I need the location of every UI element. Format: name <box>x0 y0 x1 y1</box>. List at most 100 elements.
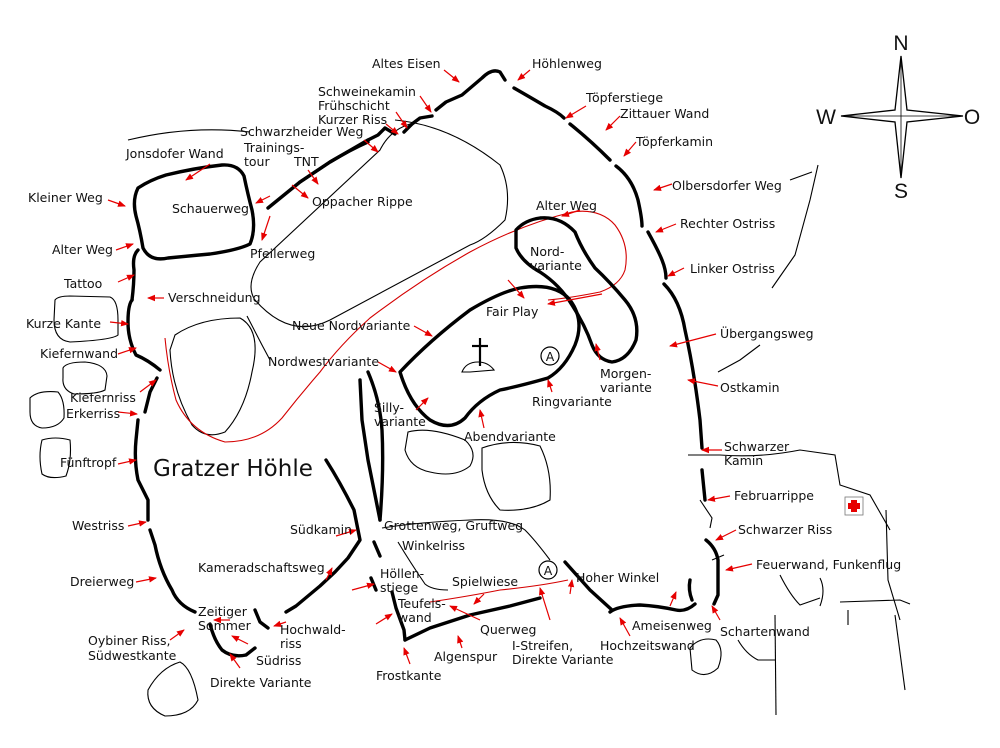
route-label: Ameisenweg <box>632 618 712 633</box>
terrain-contours <box>29 119 911 717</box>
route-label: Ringvariante <box>532 394 612 409</box>
route-label: wand <box>398 610 432 625</box>
arrow-jonsdofer-wand <box>185 163 211 181</box>
route-label: Zeitiger <box>198 604 248 619</box>
route-label: Jonsdofer Wand <box>125 146 224 161</box>
arrow-oppacher-rippe <box>291 184 309 199</box>
route-label: Westriss <box>72 518 124 533</box>
arrow-kiefernwand <box>117 347 137 355</box>
arrow-kiefernriss <box>139 379 157 393</box>
route-label: Hochzeitswand <box>600 638 695 653</box>
route-label: TNT <box>293 154 319 169</box>
route-label: I-Streifen, <box>512 638 573 653</box>
cave-marker-icon: A <box>538 560 558 580</box>
route-label: Morgen- <box>600 366 651 381</box>
route-label: Winkelriss <box>402 538 465 553</box>
route-label: variante <box>374 414 426 429</box>
arrow-rechter-ostriss <box>655 223 677 233</box>
route-label: Südkamin <box>290 522 352 537</box>
arrow-februarrippe <box>707 495 731 502</box>
route-label: Olbersdorfer Weg <box>672 178 782 193</box>
route-label: Direkte Variante <box>210 675 312 690</box>
svg-text:A: A <box>544 563 553 578</box>
arrow-suedriss <box>231 635 249 645</box>
route-label: Hoher Winkel <box>576 570 659 585</box>
route-label: Schwarzer Riss <box>738 522 832 537</box>
arrow-direkte-variante-i <box>539 587 551 621</box>
route-label: Übergangsweg <box>720 325 814 341</box>
arrow-oybiner-riss <box>169 629 185 641</box>
arrow-querweg <box>449 605 481 621</box>
route-label: Kameradschaftsweg <box>198 560 325 575</box>
arrow-erkerriss <box>117 410 138 417</box>
arrow-zittauer-wand <box>605 115 621 131</box>
arrow-schweinekamin <box>419 95 432 113</box>
route-label: Südwestkante <box>88 648 177 663</box>
route-label: Nord- <box>530 244 564 259</box>
route-label: Schweinekamin <box>318 84 416 99</box>
route-label: Querweg <box>480 622 536 637</box>
arrow-neue-nordvariante <box>413 325 433 337</box>
arrow-ameisenweg <box>669 591 677 607</box>
route-label: Silly- <box>374 400 404 415</box>
route-label: Grottenweg, Gruftweg <box>384 518 523 533</box>
arrow-algenspur <box>457 635 464 649</box>
route-label: Algenspur <box>434 649 498 664</box>
route-label: Kiefernriss <box>70 390 136 405</box>
route-label: Direkte Variante <box>512 652 614 667</box>
arrow-schartenwand <box>711 605 721 621</box>
route-label: Tattoo <box>63 276 102 291</box>
arrow-uebergangsweg <box>669 333 717 348</box>
route-label: Zittauer Wand <box>620 106 709 121</box>
route-label: Kiefernwand <box>40 346 118 361</box>
route-label: Nordwestvariante <box>268 354 379 369</box>
route-label: Rechter Ostriss <box>680 216 775 231</box>
arrow-toepferstiege <box>565 105 587 119</box>
route-label: riss <box>280 636 302 651</box>
arrow-schwarzer-riss <box>715 529 737 541</box>
route-label: Schwarzer <box>724 439 790 454</box>
arrow-kurze-kante <box>109 320 129 327</box>
arrow-direkte-variante-sued <box>229 653 241 669</box>
route-label: variante <box>600 380 652 395</box>
route-label: Kurzer Riss <box>318 112 387 127</box>
route-label: Frühschicht <box>318 98 390 113</box>
map-title: Gratzer Höhle <box>153 456 313 482</box>
compass-rose-icon: N S W O <box>816 32 980 203</box>
arrow-morgenvariante <box>594 343 601 361</box>
cave-marker-icon: A <box>540 346 560 366</box>
arrow-hoehlenweg <box>517 69 531 81</box>
route-label: Neue Nordvariante <box>292 318 411 333</box>
route-label: variante <box>530 258 582 273</box>
compass-south: S <box>894 180 908 203</box>
route-label: Erkerriss <box>66 406 120 421</box>
arrow-linker-ostriss <box>667 267 685 277</box>
arrow-ostkamin <box>687 378 719 387</box>
route-label: Spielwiese <box>452 574 518 589</box>
arrow-trainingstour <box>255 195 271 204</box>
arrow-alter-weg-north <box>561 209 581 217</box>
arrow-altes-eisen <box>443 69 460 83</box>
route-label: Kleiner Weg <box>28 190 103 205</box>
arrow-spielwiese <box>473 593 485 605</box>
route-label: Höllen- <box>380 566 424 581</box>
route-label: Altes Eisen <box>372 56 441 71</box>
arrow-abendvariante <box>478 409 485 429</box>
route-label: Frostkante <box>376 668 442 683</box>
arrow-kameradschaftsweg <box>325 567 333 581</box>
arrow-hoellenstiege <box>351 582 375 591</box>
route-label: Ostkamin <box>720 380 780 395</box>
summit-cross-icon <box>461 338 496 373</box>
route-label: Alter Weg <box>52 242 113 257</box>
route-label: Schauerweg <box>172 201 249 216</box>
arrow-hochzeitswand <box>619 617 631 637</box>
arrow-teufelswand <box>375 613 393 625</box>
route-label: tour <box>244 154 270 169</box>
route-label: Töpferstiege <box>585 90 663 105</box>
route-label: Pfeilerweg <box>250 246 315 261</box>
arrow-kleiner-weg <box>107 199 126 207</box>
route-label: Feuerwand, Funkenflug <box>756 557 901 572</box>
arrow-frostkante <box>403 647 411 665</box>
route-label: Sommer <box>198 618 252 633</box>
